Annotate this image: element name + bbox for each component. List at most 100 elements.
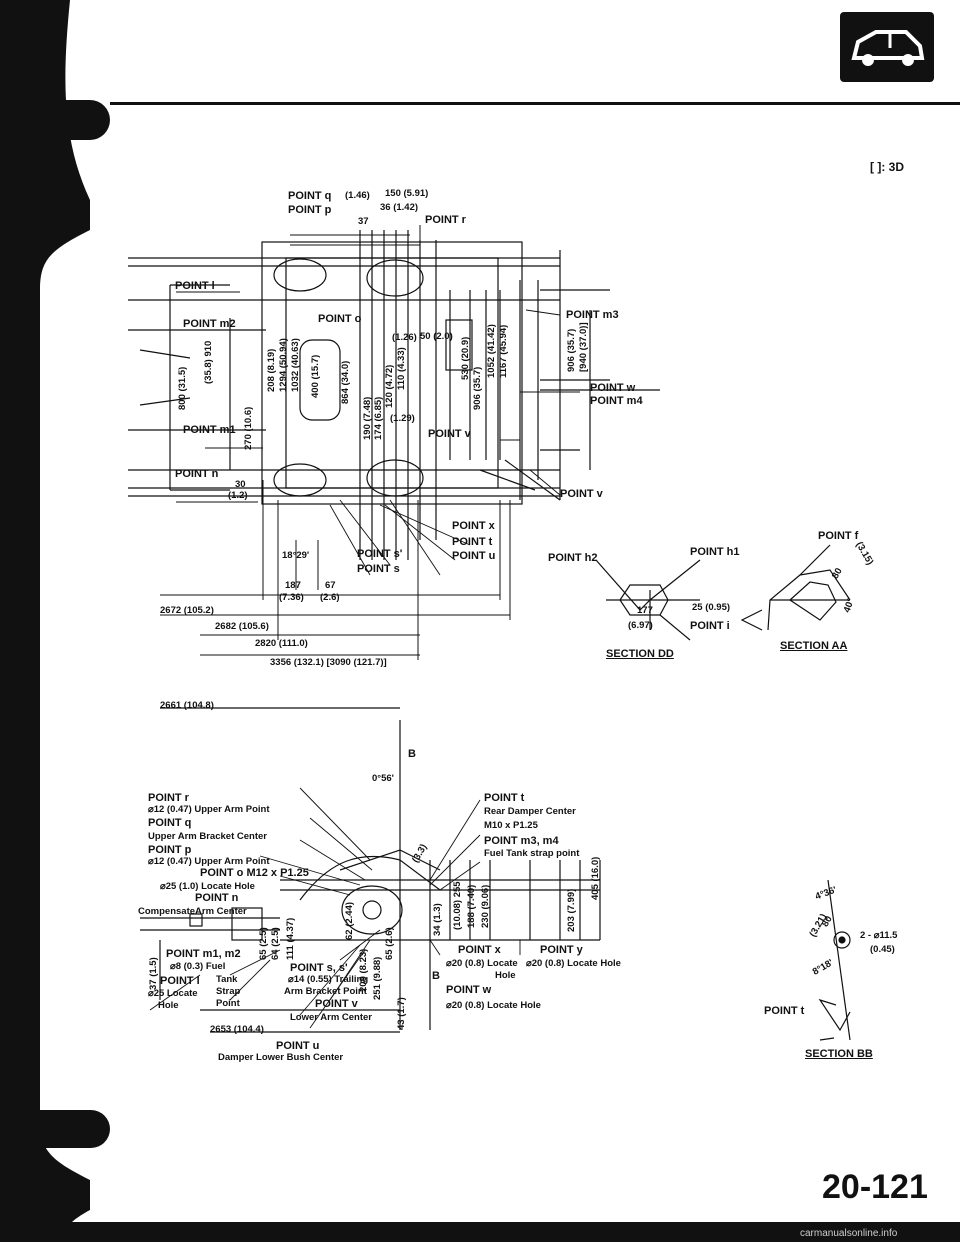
bottom-x-desc: ⌀20 (0.8) Locate [446, 958, 518, 969]
watermark: carmanualsonline.info [800, 1228, 898, 1239]
bottom-dim-2653: 2653 (104.4) [210, 1024, 264, 1035]
bottom-point-t: POINT t [484, 792, 525, 804]
dd-point-i: POINT i [690, 620, 730, 632]
bottom-t-bolt: M10 x P1.25 [484, 820, 538, 831]
bottom-r-desc: ⌀12 (0.47) Upper Arm Point [148, 804, 270, 815]
car-icon [840, 12, 934, 82]
dim-30b: (1.2) [228, 490, 248, 501]
bottom-point-o: POINT o M12 x P1.25 [200, 867, 309, 879]
bottom-point-ss: POINT s, s' [290, 962, 348, 974]
label-point-p: POINT p [288, 204, 332, 216]
bottom-point-p: POINT p [148, 844, 192, 856]
dim-150: 150 (5.91) [385, 188, 429, 199]
bottom-point-q: POINT q [148, 817, 192, 829]
bottom-m34-desc: Fuel Tank strap point [484, 848, 580, 859]
bb-dim-hole: 2 - ⌀11.5 [860, 930, 898, 941]
dim-26: (2.6) [320, 592, 340, 603]
dim-3356: 3356 (132.1) [3090 (121.7)] [270, 657, 387, 668]
bottom-point-m34: POINT m3, m4 [484, 835, 559, 847]
dim-67: 67 [325, 580, 336, 591]
section-dd-title: SECTION DD [606, 648, 674, 660]
dim-q: (1.46) [345, 190, 370, 201]
label-point-m3: POINT m3 [566, 309, 619, 321]
label-point-s1: POINT s' [357, 548, 403, 560]
dim-36: 36 (1.42) [380, 202, 419, 213]
label-point-l: POINT l [175, 280, 215, 292]
section-mark-b-top: B [408, 748, 416, 760]
bb-point-t: POINT t [764, 1005, 805, 1017]
label-point-m2: POINT m2 [183, 318, 236, 330]
label-point-n: POINT n [175, 468, 219, 480]
header-rule [110, 102, 960, 105]
label-point-t: POINT t [452, 536, 493, 548]
label-point-u: POINT u [452, 550, 496, 562]
bottom-point-y: POINT y [540, 944, 583, 956]
scale-ref: [ ]: 3D [870, 160, 904, 174]
angle-056: 0°56' [372, 773, 394, 784]
bottom-point-l: POINT l [160, 975, 200, 987]
bottom-strap: Strap [216, 986, 241, 997]
bottom-tank: Tank [216, 974, 238, 985]
dd-dim-177: 177 [637, 605, 653, 616]
bottom-n-desc: ⌀25 (1.0) Locate Hole [160, 881, 255, 892]
label-point-s: POINT s [357, 563, 400, 575]
label-point-q: POINT q [288, 190, 332, 202]
dim-126: (1.26) [392, 332, 417, 343]
bottom-x-desc2: Hole [495, 970, 516, 981]
bottom-v-desc: Lower Arm Center [290, 1012, 372, 1023]
dim-2682: 2682 (105.6) [215, 621, 269, 632]
label-point-o: POINT o [318, 313, 362, 325]
bb-dim-045: (0.45) [870, 944, 895, 955]
bottom-point-u: POINT u [276, 1040, 320, 1052]
bottom-point-w: POINT w [446, 984, 492, 996]
bottom-u-desc: Damper Lower Bush Center [218, 1052, 344, 1063]
dim-18: 18°29' [282, 550, 310, 561]
page-number: 20-121 [822, 1168, 928, 1206]
label-point-w: POINT w [590, 382, 636, 394]
bottom-p-desc: ⌀12 (0.47) Upper Arm Point [148, 856, 270, 867]
bottom-point-m12: POINT m1, m2 [166, 948, 241, 960]
dim-2672: 2672 (105.2) [160, 605, 214, 616]
bottom-w-desc: ⌀20 (0.8) Locate Hole [446, 1000, 541, 1011]
bottom-l-desc2: Hole [158, 1000, 179, 1011]
bottom-comp: CompensateArm Center [138, 906, 247, 917]
dim-2661: 2661 (104.8) [160, 700, 214, 711]
bottom-q-desc: Upper Arm Bracket Center [148, 831, 267, 842]
label-point-v-2: POINT v [560, 488, 603, 500]
dd-point-h1: POINT h1 [690, 546, 740, 558]
bottom-point-n: POINT n [195, 892, 239, 904]
label-point-r: POINT r [425, 214, 466, 226]
dd-point-h2: POINT h2 [548, 552, 598, 564]
bottom-y-desc: ⌀20 (0.8) Locate Hole [526, 958, 621, 969]
dim-37: 37 [358, 216, 369, 227]
section-mark-b-bottom: B [432, 970, 440, 982]
bottom-point-word: Point [216, 998, 240, 1009]
bottom-l-desc1: ⌀25 Locate [148, 988, 198, 999]
label-point-m4: POINT m4 [590, 395, 643, 407]
section-bb-title: SECTION BB [805, 1048, 873, 1060]
label-point-m1: POINT m1 [183, 424, 236, 436]
aa-point-f: POINT f [818, 530, 859, 542]
dim-129: (1.29) [390, 413, 415, 424]
section-aa-title: SECTION AA [780, 640, 848, 652]
bottom-t-desc: Rear Damper Center [484, 806, 576, 817]
dim-187: 187 [285, 580, 301, 591]
bottom-point-x: POINT x [458, 944, 501, 956]
dim-736: (7.36) [279, 592, 304, 603]
label-point-v-1: POINT v [428, 428, 471, 440]
dim-2820: 2820 (111.0) [255, 638, 308, 649]
label-point-x: POINT x [452, 520, 495, 532]
dd-dim-25: 25 (0.95) [692, 602, 731, 613]
dim-50: 50 (2.0) [420, 331, 453, 342]
bottom-m12-desc: ⌀8 (0.3) Fuel [170, 961, 226, 972]
dd-dim-697: (6.97) [628, 620, 653, 631]
dim-30: 30 [235, 479, 246, 490]
bottom-ss-desc2: Arm Bracket Point [284, 986, 367, 997]
bottom-point-r: POINT r [148, 792, 189, 804]
